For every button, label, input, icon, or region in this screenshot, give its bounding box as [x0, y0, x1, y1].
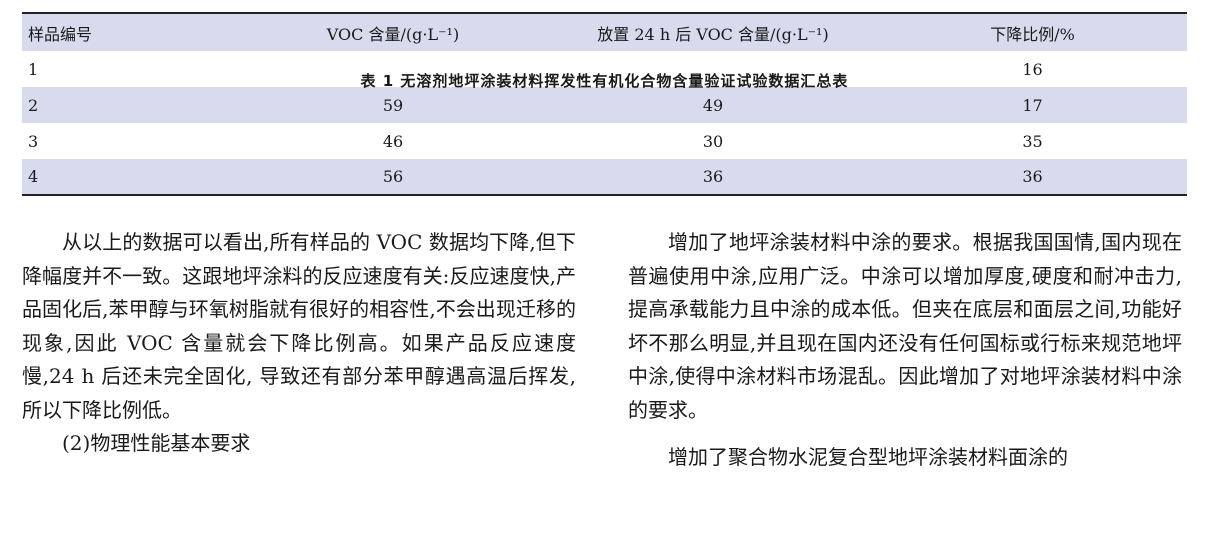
cell-voc-after-24h: 30 [702, 131, 724, 151]
cell-sample-id: 4 [28, 167, 39, 186]
cell-sample-id: 2 [28, 95, 39, 115]
left-paragraph-analysis: 从以上的数据可以看出,所有样品的 VOC 数据均下降,但下降幅度并不一致。这跟地… [22, 230, 576, 422]
table-row: 4 56 36 36 [22, 159, 1187, 195]
table-row: 3 46 30 35 [22, 123, 1187, 159]
cell-voc-after-24h: 49 [702, 95, 724, 115]
cell-voc-after-24h [548, 51, 878, 87]
cell-drop-ratio: 35 [1022, 131, 1043, 151]
cell-drop-ratio: 36 [1022, 167, 1043, 186]
right-text-column: 增加了地坪涂装材料中涂的要求。根据我国国情,国内现在普遍使用中涂,应用广泛。中涂… [628, 226, 1182, 475]
header-drop-ratio: 下降比例/% [990, 24, 1075, 44]
cell-voc-content: 59 [382, 95, 404, 115]
right-paragraph-topcoat: 增加了聚合物水泥复合型地坪涂装材料面涂的 [668, 445, 1068, 469]
cell-drop-ratio: 17 [1022, 95, 1043, 115]
cell-voc-content [238, 51, 548, 87]
table-row: 2 59 49 17 [22, 87, 1187, 123]
table-row: 1 16 [22, 51, 1187, 87]
cell-voc-content: 56 [382, 167, 404, 186]
left-section-heading: (2)物理性能基本要求 [62, 431, 251, 455]
right-paragraph-midcoat: 增加了地坪涂装材料中涂的要求。根据我国国情,国内现在普遍使用中涂,应用广泛。中涂… [628, 230, 1182, 422]
cell-voc-after-24h: 36 [702, 167, 724, 186]
cell-sample-id: 3 [28, 131, 39, 151]
cell-voc-content: 46 [382, 131, 404, 151]
left-text-column: 从以上的数据可以看出,所有样品的 VOC 数据均下降,但下降幅度并不一致。这跟地… [22, 226, 576, 461]
cell-sample-id: 1 [28, 59, 39, 79]
header-voc-after-24h: 放置 24 h 后 VOC 含量/(g·L⁻¹) [597, 24, 829, 44]
cell-drop-ratio: 16 [1022, 59, 1043, 79]
voc-data-table: 样品编号 VOC 含量/(g·L⁻¹) 放置 24 h 后 VOC 含量/(g·… [22, 12, 1187, 196]
header-sample-id: 样品编号 [28, 24, 93, 44]
table-header-row: 样品编号 VOC 含量/(g·L⁻¹) 放置 24 h 后 VOC 含量/(g·… [22, 13, 1187, 51]
data-table-container: 样品编号 VOC 含量/(g·L⁻¹) 放置 24 h 后 VOC 含量/(g·… [22, 12, 1187, 196]
header-voc-content: VOC 含量/(g·L⁻¹) [326, 24, 460, 44]
